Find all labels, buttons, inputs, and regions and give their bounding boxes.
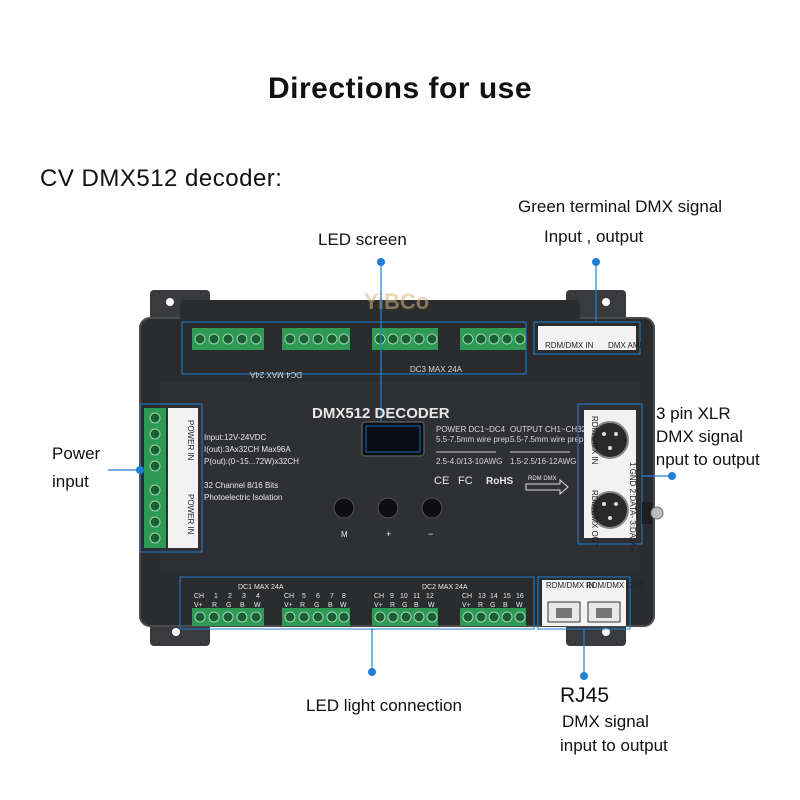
xlr-pin-label: 1:GND 2:DATA- 3:DATA+: [628, 462, 637, 552]
ch-num: 7: [330, 593, 334, 600]
callout-green-terminal-line1: Green terminal DMX signal: [518, 197, 723, 216]
callout-xlr-line1: 3 pin XLR: [656, 404, 731, 423]
callout-power-line1: Power: [52, 444, 101, 463]
button-plus-label: +: [386, 529, 391, 539]
ch-num: 5: [302, 593, 306, 600]
brand-watermark: YiBCo: [364, 289, 429, 314]
spec-input: Input:12V-24VDC: [204, 433, 266, 442]
pin-label: R: [478, 602, 483, 609]
output-wire-label: 5.5-7.5mm wire prep.: [510, 435, 586, 444]
device-model: DMX512 DECODER: [312, 405, 450, 422]
power-awg-label: 2.5-4.0/13-10AWG: [436, 457, 502, 466]
button-minus[interactable]: [421, 497, 443, 519]
callout-led-light-connection: LED light connection: [306, 696, 462, 715]
group2-ch: CH: [284, 593, 294, 600]
spec-pout: P(out):(0~15...72W)x32CH: [204, 457, 299, 466]
pin-label: R: [212, 602, 217, 609]
bottom-label-dc2: DC2 MAX 24A: [422, 584, 468, 591]
ch-num: 6: [316, 593, 320, 600]
xlr-out-connector[interactable]: [591, 491, 629, 529]
pin-label: V+: [374, 602, 383, 609]
ch-num: 15: [503, 593, 511, 600]
xlr-in-connector[interactable]: [591, 421, 629, 459]
fc-mark: FC: [458, 475, 473, 487]
pin-label: G: [402, 602, 407, 609]
ch-num: 16: [516, 593, 524, 600]
pin-label: B: [414, 602, 419, 609]
callout-rj45-line1: DMX signal: [562, 712, 649, 731]
rohs-mark: RoHS: [486, 476, 514, 487]
power-in-label-2: POWER IN: [186, 494, 195, 535]
callout-led-screen: LED screen: [318, 230, 407, 249]
group1-ch: CH: [194, 593, 204, 600]
page-title: Directions for use: [267, 72, 533, 105]
output-ch-label: OUTPUT CH1~CH32: [510, 425, 587, 434]
ch-num: 8: [342, 593, 346, 600]
callout-xlr-line2: DMX signal: [656, 427, 743, 446]
bottom-label-dc1: DC1 MAX 24A: [238, 584, 284, 591]
callout-rj45-title: RJ45: [560, 684, 610, 707]
pin-label: G: [314, 602, 319, 609]
callout-rj45-line2: input to output: [560, 736, 668, 755]
xlr-in-label: RDM/DMX IN: [590, 416, 599, 465]
ch-num: 9: [390, 593, 394, 600]
button-m[interactable]: [333, 497, 355, 519]
pin-label: W: [516, 602, 523, 609]
pin-label: B: [240, 602, 245, 609]
ch-num: 1: [214, 593, 218, 600]
ch-num: 14: [490, 593, 498, 600]
group4-ch: CH: [462, 593, 472, 600]
callout-power-line2: input: [52, 472, 89, 491]
spec-channels: 32 Channel 8/16 Bits: [204, 481, 278, 490]
arrow-icon: [525, 478, 569, 496]
power-in-label-1: POWER IN: [186, 420, 195, 461]
ch-num: 10: [400, 593, 408, 600]
pin-label: R: [390, 602, 395, 609]
rdm-dmx-mark: RDM DMX: [528, 476, 557, 482]
pin-label: V+: [194, 602, 203, 609]
pin-label: G: [226, 602, 231, 609]
top-label-dc4: DC4 MAX 24A: [249, 370, 302, 379]
button-plus[interactable]: [377, 497, 399, 519]
pin-label: V+: [462, 602, 471, 609]
rj45-out-label: RDM/DMX OUT: [586, 581, 643, 590]
top-terminal-blocks: [192, 328, 526, 350]
button-minus-label: −: [428, 529, 433, 539]
led-screen: [361, 421, 425, 457]
power-dc-label: POWER DC1~DC4: [436, 425, 506, 434]
pin-label: R: [300, 602, 305, 609]
pin-label: G: [490, 602, 495, 609]
ch-num: 3: [242, 593, 246, 600]
output-awg-label: 1.5-2.5/16-12AWG: [510, 457, 576, 466]
spec-isolation: Photoelectric Isolation: [204, 493, 282, 502]
ground-screw-icon: [642, 502, 664, 524]
pin-label: V+: [284, 602, 293, 609]
pin-label: B: [328, 602, 333, 609]
ch-num: 12: [426, 593, 434, 600]
power-wire-label: 5.5-7.5mm wire prep.: [436, 435, 512, 444]
top-label-dc3: DC3 MAX 24A: [410, 365, 463, 374]
green-terminal-dmx: [538, 326, 636, 350]
ce-mark: CE: [434, 475, 449, 487]
callout-xlr-line3: input to output: [652, 450, 760, 469]
pin-label: W: [254, 602, 261, 609]
pin-label: W: [340, 602, 347, 609]
pin-label: W: [428, 602, 435, 609]
pin-label: B: [503, 602, 508, 609]
spec-iout: I(out):3Ax32CH Max96A: [204, 445, 291, 454]
callout-green-terminal-line2: Input , output: [544, 227, 644, 246]
label-dmx-amp: DMX AMP: [608, 341, 645, 350]
button-m-label: M: [341, 530, 348, 539]
ch-num: 2: [228, 593, 232, 600]
label-rdm-dmx-in: RDM/DMX IN: [545, 341, 594, 350]
ch-num: 13: [478, 593, 486, 600]
ch-num: 11: [413, 593, 420, 600]
group3-ch: CH: [374, 593, 384, 600]
page-subtitle: CV DMX512 decoder:: [40, 165, 283, 192]
ch-num: 4: [256, 593, 260, 600]
xlr-out-label: RDM/DMX OUT: [590, 490, 599, 547]
power-input-terminal: [144, 408, 166, 548]
rj45-in-label: RDM/DMX IN: [546, 581, 595, 590]
